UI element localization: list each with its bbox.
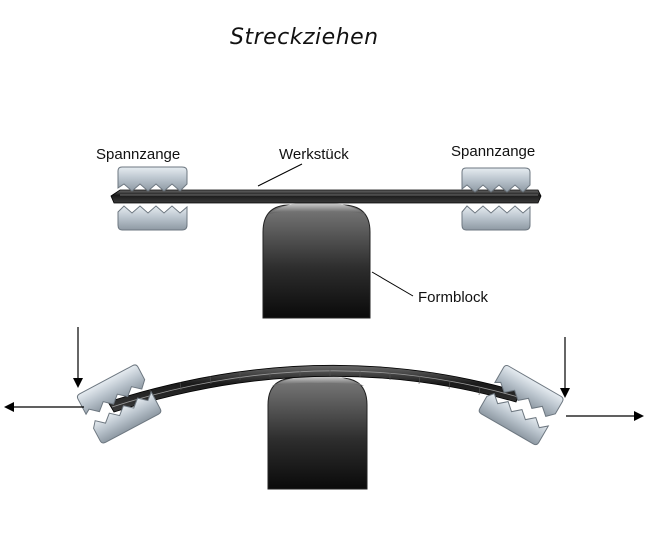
leader-workpiece [257, 163, 303, 187]
label-clamp-right: Spannzange [451, 143, 535, 160]
label-clamp-left: Spannzange [96, 146, 180, 163]
clamp-left-top [117, 166, 188, 231]
clamp-left-bottom [76, 364, 162, 444]
form-block-bottom [267, 375, 368, 490]
leader-form-block [371, 271, 414, 297]
diagram-title: Streckziehen [230, 25, 379, 50]
form-block-top [262, 202, 371, 319]
clamp-right-bottom [478, 365, 564, 446]
label-workpiece: Werkstück [279, 146, 349, 163]
workpiece-bent [107, 364, 521, 413]
top-stage: Spannzange Werkstück Spannzange Formbloc… [96, 143, 542, 319]
label-form-block: Formblock [418, 289, 489, 306]
bottom-stage [4, 327, 644, 490]
clamp-right-top [461, 167, 531, 231]
workpiece-top [110, 189, 542, 204]
